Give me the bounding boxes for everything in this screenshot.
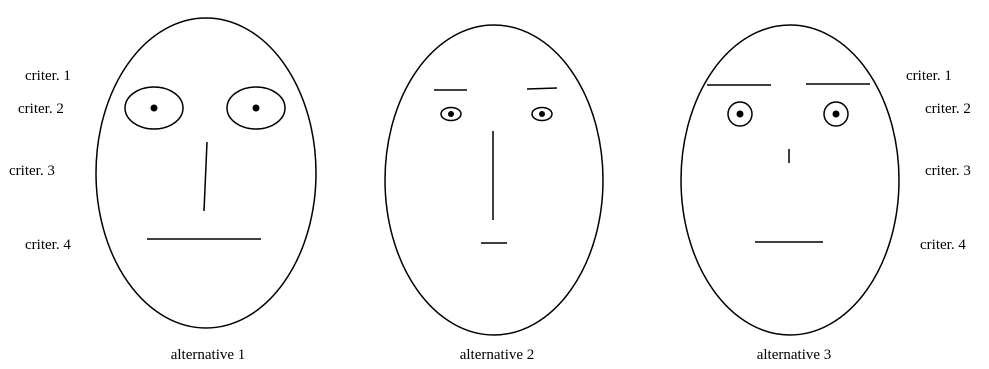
alternative-3-label: alternative 3: [757, 347, 832, 363]
face-2-outline: [385, 25, 603, 335]
face-3-outline: [681, 25, 899, 335]
left-criter-3-label: criter. 3: [9, 163, 55, 179]
right-criter-3-label: criter. 3: [925, 163, 971, 179]
face-1-nose: [204, 142, 207, 211]
right-criter-4-label: criter. 4: [920, 237, 966, 253]
left-criter-4-label: criter. 4: [25, 237, 71, 253]
left-criter-2-label: criter. 2: [18, 101, 64, 117]
left-criteria-labels: criter. 1 criter. 2 criter. 3 criter. 4: [9, 68, 71, 253]
face-3-right-pupil: [833, 111, 840, 118]
left-criter-1-label: criter. 1: [25, 68, 71, 84]
right-criter-1-label: criter. 1: [906, 68, 952, 84]
alternative-2-label: alternative 2: [460, 347, 535, 363]
face-2-right-pupil: [539, 111, 545, 117]
right-criter-2-label: criter. 2: [925, 101, 971, 117]
face-2-left-pupil: [448, 111, 454, 117]
face-alternative-1: alternative 1: [96, 18, 316, 363]
face-alternative-3: alternative 3: [681, 25, 899, 363]
face-1-right-pupil: [253, 105, 260, 112]
face-2-right-brow: [527, 88, 557, 89]
right-criteria-labels: criter. 1 criter. 2 criter. 3 criter. 4: [906, 68, 971, 253]
face-3-left-pupil: [737, 111, 744, 118]
face-alternative-2: alternative 2: [385, 25, 603, 363]
alternative-1-label: alternative 1: [171, 347, 246, 363]
face-1-left-pupil: [151, 105, 158, 112]
